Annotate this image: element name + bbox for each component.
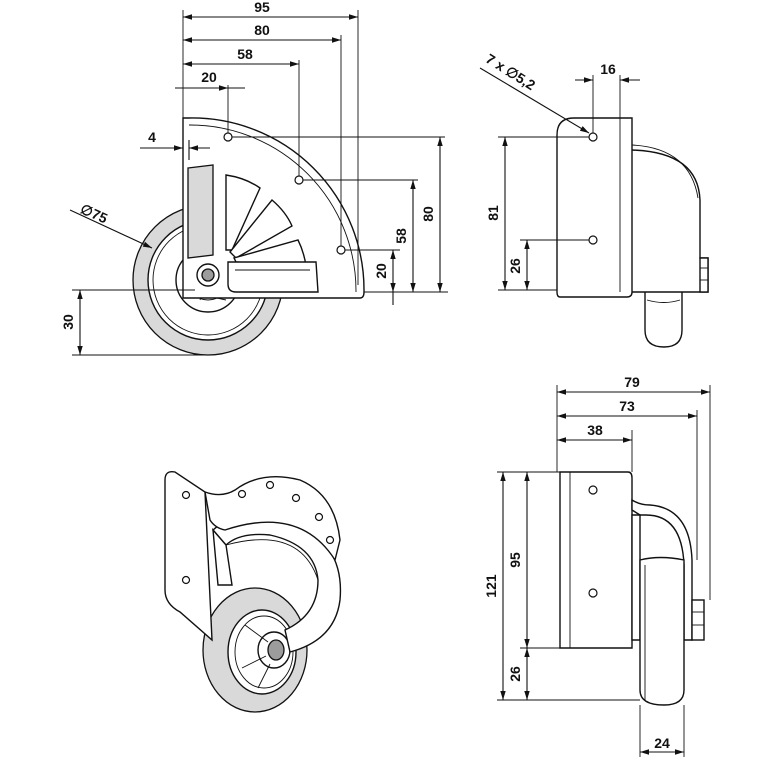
dim-height-58: 58	[393, 228, 409, 244]
dim-wheel-drop-30: 30	[60, 314, 76, 330]
dim-wheel-width-24: 24	[654, 735, 670, 751]
dim-offset-4: 4	[148, 129, 156, 145]
side-view-wheel	[644, 289, 683, 348]
dim-height-80: 80	[420, 206, 436, 222]
dim-height-95: 95	[507, 552, 523, 568]
mount-hole	[336, 245, 346, 255]
dim-width-38: 38	[587, 422, 603, 438]
top-view: 95 80 58 20 4 ∅75 80 58 20 30	[60, 0, 448, 356]
dim-width-20: 20	[201, 69, 217, 85]
mount-hole	[588, 588, 598, 598]
mount-hole	[588, 485, 598, 495]
dim-height-81: 81	[485, 205, 501, 221]
top-view-dimension-lines	[69, 14, 443, 355]
front-view: 79 73 38 121 95 26 24	[483, 374, 711, 757]
dim-height-20: 20	[373, 263, 389, 279]
dim-height-26: 26	[507, 258, 523, 274]
mount-hole	[588, 132, 598, 142]
dim-wheel-diameter: ∅75	[78, 200, 110, 226]
dim-height-26: 26	[507, 666, 523, 682]
dim-hole-offset-16: 16	[600, 61, 616, 77]
dim-height-121: 121	[483, 574, 499, 598]
iso-wheel	[202, 587, 308, 713]
side-view: 7 x ∅5,2 16 81 26	[479, 50, 709, 348]
side-view-fork	[627, 144, 709, 293]
dim-width-73: 73	[619, 398, 635, 414]
side-view-plate	[556, 117, 633, 298]
dim-overall-width-95: 95	[254, 0, 270, 15]
iso-side-plate	[164, 470, 213, 642]
isometric-view	[164, 470, 342, 713]
dim-width-80: 80	[254, 22, 270, 38]
dim-width-79: 79	[624, 374, 640, 390]
top-view-plate	[182, 117, 365, 299]
front-view-bracket	[631, 498, 705, 641]
front-view-plate	[559, 471, 633, 649]
mount-hole	[294, 175, 304, 185]
iso-plate	[204, 475, 341, 562]
mount-hole	[588, 235, 598, 245]
front-view-wheel	[639, 556, 685, 706]
dim-width-58: 58	[237, 46, 253, 62]
mount-hole	[223, 132, 233, 142]
